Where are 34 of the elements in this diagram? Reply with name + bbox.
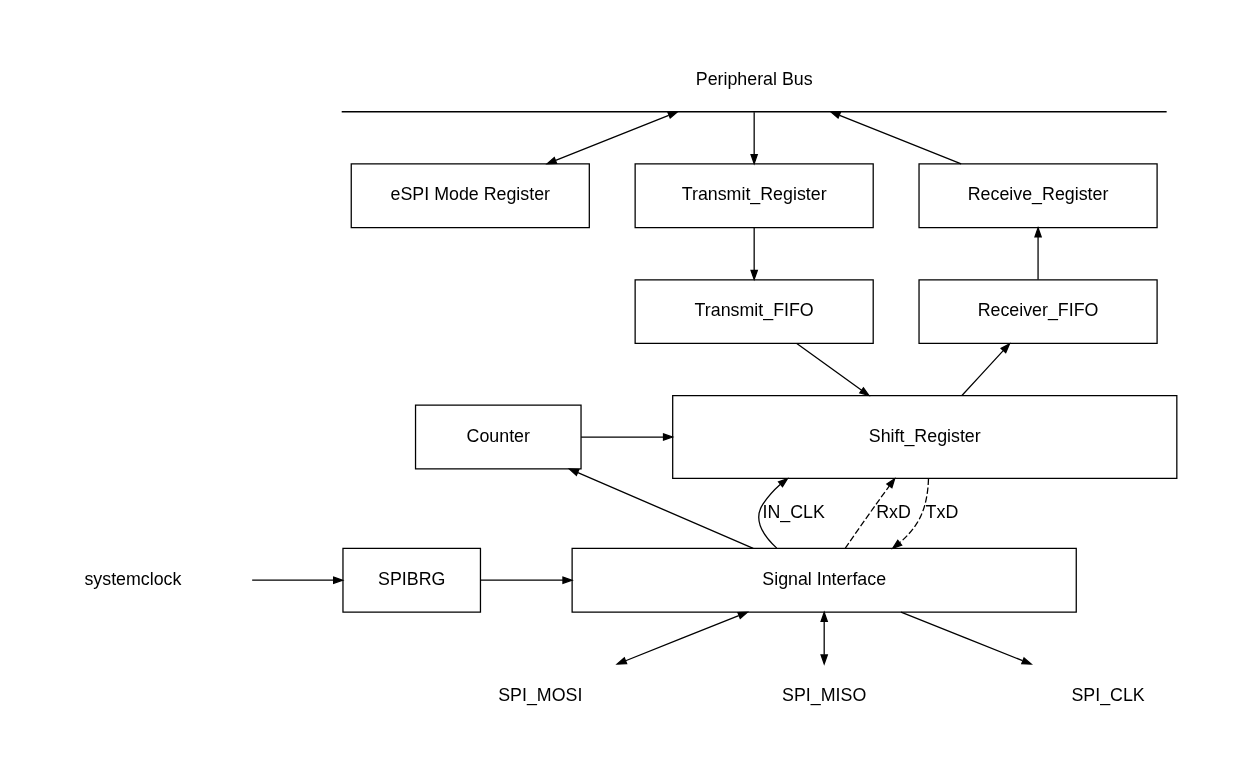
arrow [961,342,1011,397]
arrow [844,477,896,549]
node-box: Transmit_FIFO [634,279,874,345]
node-box: SPIBRG [342,547,482,613]
node-box: Receive_Register [918,163,1158,229]
arrow [891,478,930,550]
arrow [750,111,759,166]
node-box: Counter [414,404,582,470]
node-box: Transmit_Register [634,163,874,229]
arrow [758,477,789,549]
arrow [1034,226,1043,281]
arrow [251,576,345,585]
arrow [545,111,680,165]
node-box: Receiver_FIFO [918,279,1158,345]
arrow [750,227,759,282]
node-text: SPI_MISO [782,684,867,705]
arrow [567,468,754,549]
node-text: Peripheral Bus [695,68,813,89]
node-box: Signal Interface [571,547,1077,613]
arrow [615,611,750,665]
node-text: systemclock [84,568,182,589]
arrow [820,610,829,666]
edge-label: RxD [876,502,911,523]
node-text: SPI_MOSI [498,684,583,705]
arrow [479,576,574,585]
node-text: SPI_CLK [1071,684,1145,705]
arrow [580,433,675,442]
arrow [796,342,871,397]
node-box: eSPI Mode Register [350,163,590,229]
node-box: Shift_Register [672,395,1178,480]
arrow [900,611,1033,665]
edge-label: IN_CLK [762,502,825,523]
edge-label: TxD [925,502,959,523]
arrow [829,111,962,165]
